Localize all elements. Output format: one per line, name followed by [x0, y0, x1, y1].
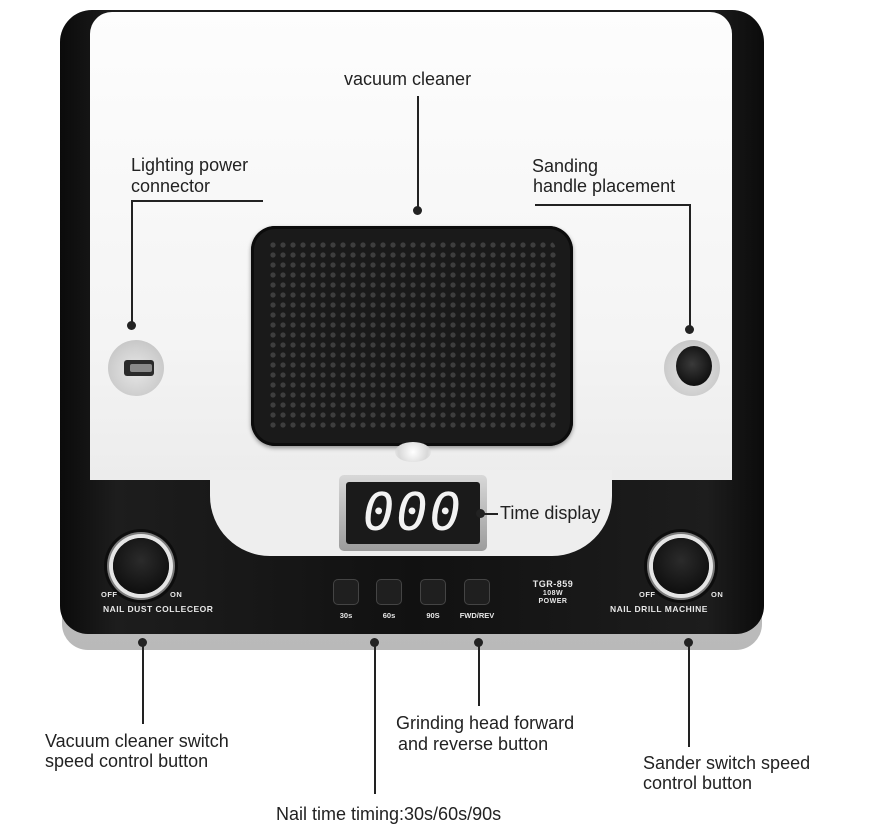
fwd-rev-label: FWD/REV	[459, 611, 495, 620]
vent-light-reflection	[395, 442, 431, 462]
callout-vacuum-cleaner: vacuum cleaner	[344, 69, 472, 89]
vacuum-knob-label: NAIL DUST COLLECEOR	[103, 604, 214, 614]
leader-dot-lighting	[127, 321, 136, 330]
callout-vacuum-switch-line2: speed control button	[45, 751, 209, 771]
vacuum-knob-on-label: ON	[170, 590, 183, 599]
vent-grille	[268, 240, 556, 432]
callout-lighting-power-line1: Lighting power	[131, 155, 249, 175]
timer-30s-button[interactable]	[334, 580, 358, 604]
leader-time-display	[480, 513, 498, 515]
leader-sander-switch	[688, 642, 690, 747]
callout-sander-switch-line1: Sander switch speed	[643, 753, 811, 773]
leader-lighting-horizontal	[131, 200, 263, 202]
callout-sanding-line1: Sanding	[532, 156, 599, 176]
leader-vacuum-switch	[142, 642, 144, 724]
callout-nail-timing: Nail time timing:30s/60s/90s	[276, 804, 502, 824]
vacuum-knob-off-label: OFF	[101, 590, 118, 599]
leader-lighting-vertical	[131, 200, 133, 326]
leader-dot-sanding	[685, 325, 694, 334]
time-display-digits: 000	[363, 483, 463, 543]
callout-grinding-line2: and reverse button	[393, 734, 549, 754]
timer-90s-label: 90S	[426, 611, 440, 620]
timer-90s-button[interactable]	[421, 580, 445, 604]
timer-60s-label: 60s	[382, 611, 396, 620]
power-rating: 108W	[542, 590, 564, 597]
callout-grinding-line1: Grinding head forward	[396, 713, 575, 733]
drill-knob-on-label: ON	[711, 590, 724, 599]
callout-time-display: Time display	[500, 503, 601, 523]
drill-speed-knob[interactable]	[653, 538, 709, 594]
timer-60s-button[interactable]	[377, 580, 401, 604]
fwd-rev-button[interactable]	[465, 580, 489, 604]
timer-30s-label: 30s	[339, 611, 353, 620]
leader-grinding	[478, 642, 480, 706]
time-display-screen	[346, 482, 480, 544]
leader-sanding-vertical	[689, 204, 691, 328]
lighting-plug-pin	[130, 364, 152, 372]
power-label: POWER	[538, 598, 568, 605]
vacuum-speed-knob[interactable]	[113, 538, 169, 594]
drill-knob-off-label: OFF	[639, 590, 656, 599]
leader-dot-vacuum-cleaner	[413, 206, 422, 215]
leader-nail-timing	[374, 642, 376, 794]
leader-vacuum-cleaner	[417, 96, 419, 211]
callout-sanding-line2: handle placement	[528, 176, 676, 196]
handle-holder-hole	[676, 346, 712, 386]
callout-sander-switch-line2: control button	[643, 773, 753, 793]
leader-sanding-horizontal	[535, 204, 690, 206]
model-number: TGR-859	[532, 579, 574, 589]
drill-knob-label: NAIL DRILL MACHINE	[610, 604, 708, 614]
callout-vacuum-switch-line1: Vacuum cleaner switch	[45, 731, 229, 751]
callout-lighting-power-line2: connector	[131, 176, 211, 196]
